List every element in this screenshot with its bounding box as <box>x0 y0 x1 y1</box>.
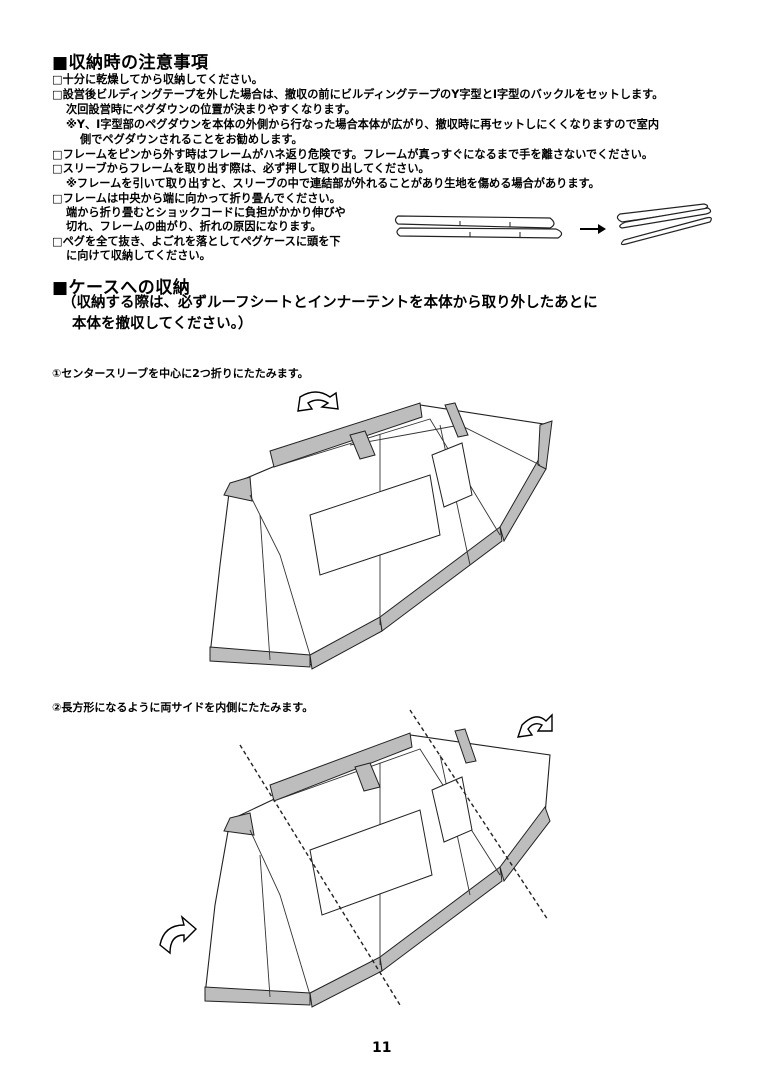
straight-frame-icon <box>394 215 563 239</box>
note-line-11: 切れ、フレームの曲がり、折れの原因になります。 <box>66 220 322 233</box>
storage-heading: ■収納時の注意事項 <box>52 53 209 73</box>
case-heading: ■ケースへの収納 <box>52 278 191 298</box>
note-line-3: 次回設営時にペグダウンの位置が決まりやすくなります。 <box>66 103 356 116</box>
note-line-13: に向けて収納してください。 <box>66 249 211 262</box>
step-1-label: ①センタースリーブを中心に2つ折りにたたみます。 <box>52 367 309 380</box>
note-line-9: □フレームは中央から端に向かって折り畳んでください。 <box>52 192 341 205</box>
arrow-right-icon <box>580 224 606 234</box>
note-line-8: ※フレームを引いて取り出すと、スリーブの中で連結部が外れることがあり生地を傷める… <box>66 177 600 190</box>
rotate-arrow-icon <box>516 713 553 738</box>
frame-folding-illustration <box>394 203 712 246</box>
page-number: 11 <box>372 1040 392 1056</box>
note-line-2: □設営後ビルディングテープを外した場合は、撤収の前にビルディングテープのY字型と… <box>52 88 664 101</box>
note-line-5: 側でペグダウンされることをお勧めします。 <box>80 133 303 146</box>
rotate-arrow-icon <box>159 915 198 955</box>
step-2-label: ②長方形になるように両サイドを内側にたたみます。 <box>52 701 314 714</box>
note-line-7: □スリーブからフレームを取り出す際は、必ず押して取り出してください。 <box>52 162 430 175</box>
note-line-1: □十分に乾燥してから収納してください。 <box>52 73 263 86</box>
tent-fold-step2-illustration <box>159 709 553 1008</box>
case-subtext-line-1: （収納する際は、必ずルーフシートとインナーテントを本体から取り外したあとに <box>62 295 598 311</box>
note-line-12: □ペグを全て抜き、よごれを落としてペグケースに頭を下 <box>52 235 341 248</box>
folded-frame-icon <box>616 203 712 246</box>
note-line-4: ※Y、I字型部のペグダウンを本体の外側から行なった場合本体が広がり、撤収時に再セ… <box>66 118 660 131</box>
tent-fold-step1-illustration <box>209 391 553 670</box>
note-line-10: 端から折り畳むとショックコードに負担がかかり伸びや <box>66 206 346 219</box>
note-line-6: □フレームをピンから外す時はフレームがハネ返り危険です。フレームが真っすぐになる… <box>52 148 654 161</box>
rotate-arrow-icon <box>297 391 339 412</box>
case-subtext-line-2: 本体を撤収してください。） <box>72 316 253 332</box>
